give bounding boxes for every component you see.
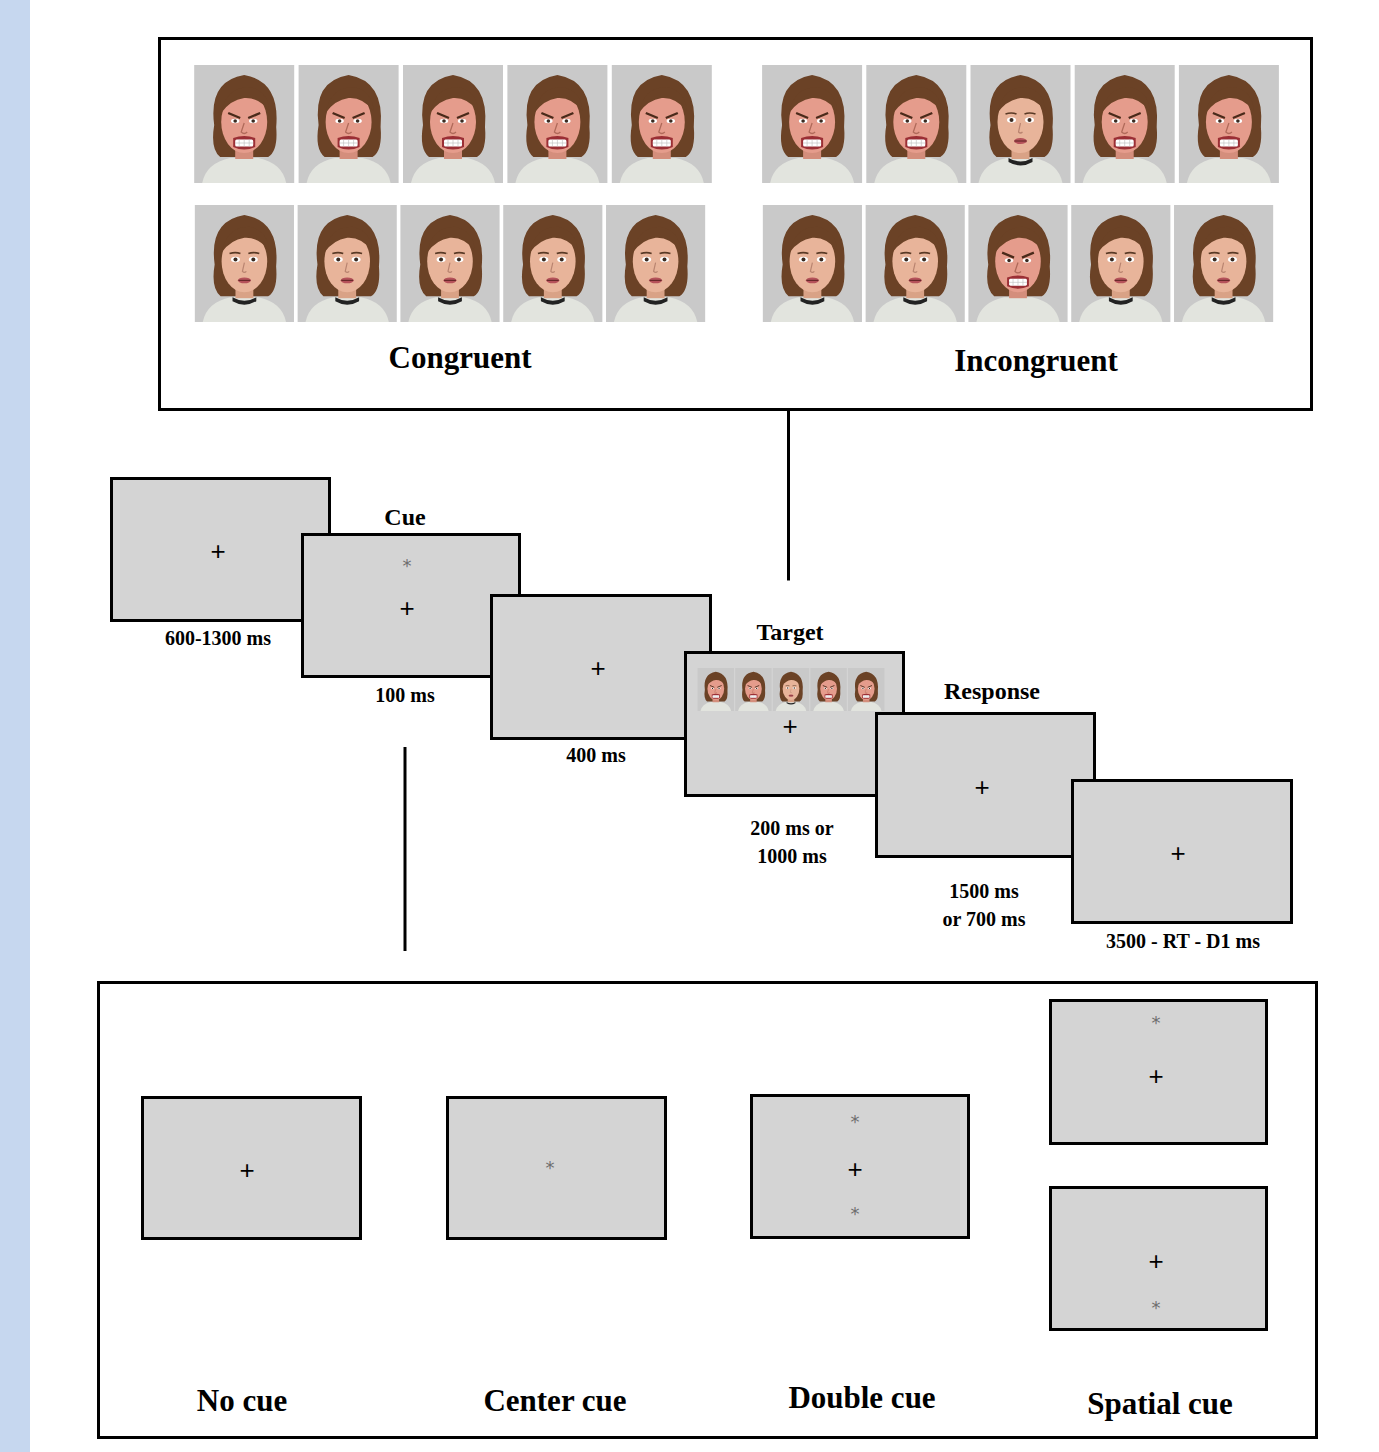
screen-box: + <box>141 1096 362 1240</box>
cue-asterisk: * <box>403 557 412 575</box>
screen-box: +* <box>1049 1186 1268 1331</box>
heading-label: Center cue <box>483 1383 626 1419</box>
screen-box: * <box>446 1096 667 1240</box>
duration-label: 400 ms <box>566 741 625 769</box>
duration-label: 1500 ms or 700 ms <box>941 877 1027 933</box>
cue-asterisk: * <box>1152 1299 1161 1317</box>
duration-label: 3500 - RT - D1 ms <box>1106 927 1260 955</box>
screen-box: +400 ms <box>490 594 712 740</box>
heading-label: Target <box>756 619 823 646</box>
duration-label: 100 ms <box>375 681 434 709</box>
fixation-cross: + <box>847 1156 862 1182</box>
heading-label: Response <box>944 678 1040 705</box>
screen-box: +600-1300 ms <box>110 477 331 622</box>
fixation-cross: + <box>1148 1063 1163 1089</box>
cue-asterisk: * <box>1152 1014 1161 1032</box>
fixation-cross: + <box>590 655 605 681</box>
heading-label: Incongruent <box>954 343 1118 379</box>
group-frame: No cueCenter cueDouble cueSpatial cue+**… <box>97 981 1318 1439</box>
connector-line <box>787 411 790 581</box>
cue-asterisk: * <box>546 1159 555 1177</box>
screen-box: Target+200 ms or 1000 ms <box>684 651 905 797</box>
fixation-cross: + <box>399 595 414 621</box>
cue-asterisk: * <box>851 1113 860 1131</box>
screen-box: +3500 - RT - D1 ms <box>1071 779 1293 924</box>
connector-line <box>404 747 407 951</box>
screen-box: Cue*+100 ms <box>301 533 521 678</box>
heading-label: Spatial cue <box>1087 1386 1233 1422</box>
screen-box: *+ <box>1049 999 1268 1145</box>
heading-label: Cue <box>384 504 425 531</box>
heading-label: Congruent <box>389 340 532 376</box>
fixation-cross: + <box>210 538 225 564</box>
cue-asterisk: * <box>851 1205 860 1223</box>
group-frame: Congruent Incongruent <box>158 37 1313 411</box>
duration-label: 600-1300 ms <box>165 624 271 652</box>
duration-label: 200 ms or 1000 ms <box>749 814 835 870</box>
heading-label: Double cue <box>788 1380 935 1416</box>
screen-box: * + * <box>750 1094 970 1239</box>
screen-box: Response+1500 ms or 700 ms <box>875 712 1096 858</box>
fixation-cross: + <box>239 1157 254 1183</box>
fixation-cross: + <box>974 774 989 800</box>
fixation-cross: + <box>1170 840 1185 866</box>
target-face-strip <box>697 668 885 711</box>
heading-label: No cue <box>197 1383 287 1419</box>
fixation-cross: + <box>1148 1248 1163 1274</box>
fixation-cross: + <box>782 713 797 739</box>
